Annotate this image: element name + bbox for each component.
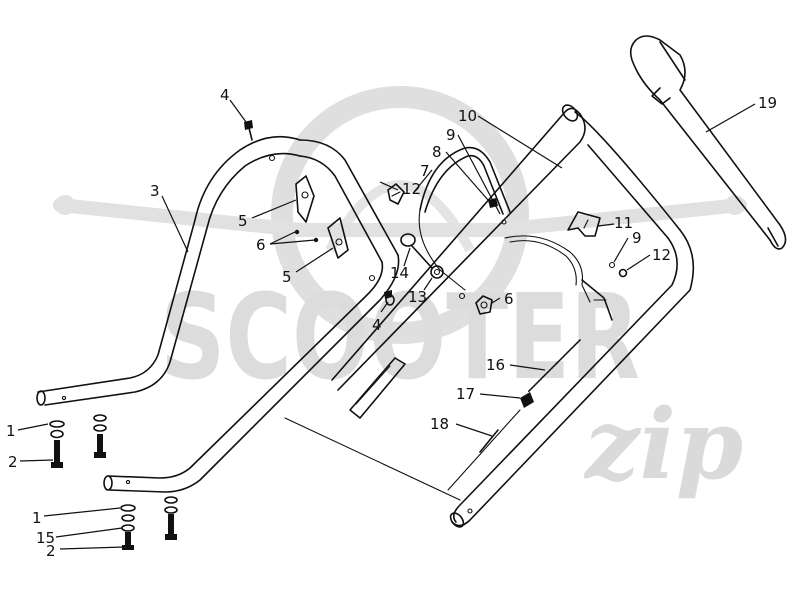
callout-9-right: 9 [632,229,642,247]
watermark-script: zip [583,388,743,501]
callout-11: 11 [614,214,633,232]
bolt-4-lower [384,290,395,306]
callout-2-bottom: 2 [46,542,56,560]
callout-5-upper: 5 [238,212,248,230]
throttle-cable [447,235,613,491]
nut-6b [313,237,319,243]
watermark-grip-left [55,195,75,215]
bolt-4-top [244,120,253,141]
callout-13: 13 [408,288,427,306]
callout-12-right: 12 [652,246,671,264]
watermark-ring [271,86,529,344]
nut-12-right [618,268,628,278]
callout-labels: 1 2 3 4 5 6 5 4 1 15 2 12 7 8 9 10 14 13… [6,86,777,560]
watermark: SCOOTER zip [53,86,747,501]
main-frame [284,104,695,528]
callout-5-lower: 5 [282,268,292,286]
callout-3: 3 [150,182,160,200]
callout-12-top: 12 [402,180,421,198]
callout-9-top: 9 [446,126,456,144]
plate-5-upper [295,175,315,223]
hardware-stack-left [49,414,107,468]
callout-4-lower: 4 [372,316,382,334]
callout-14: 14 [390,264,409,282]
washer-9-right [608,261,616,269]
callout-1-bottom: 1 [32,509,42,527]
watermark-swoosh [325,180,475,253]
callout-2-left: 2 [8,453,18,471]
callout-16: 16 [486,356,505,374]
bracket-11 [567,211,601,237]
callout-7: 7 [420,162,430,180]
hardware-stack-right [120,496,178,550]
callout-10: 10 [458,107,477,125]
watermark-brand: SCOOTER [160,268,640,406]
callout-1-left: 1 [6,422,16,440]
callout-4-top: 4 [220,86,230,104]
watermark-grip-right [725,195,745,215]
callout-18: 18 [430,415,449,433]
screw-9-top [488,198,507,225]
nut-6-right [475,295,493,315]
eye-bolt-14 [400,233,433,269]
callout-19: 19 [758,94,777,112]
plate-5-lower [327,217,349,259]
callout-6-right: 6 [504,290,514,308]
watermark-handlebar [53,198,747,237]
nut-6a [294,229,300,235]
leader-lines [17,99,756,550]
callout-8: 8 [432,143,442,161]
callout-17: 17 [456,385,475,403]
left-handle-frame [36,135,400,493]
clip-12-top [387,183,405,205]
nut-13 [430,265,444,279]
handle-grip [629,35,787,250]
callout-15: 15 [36,529,55,547]
callout-6-left: 6 [256,236,266,254]
